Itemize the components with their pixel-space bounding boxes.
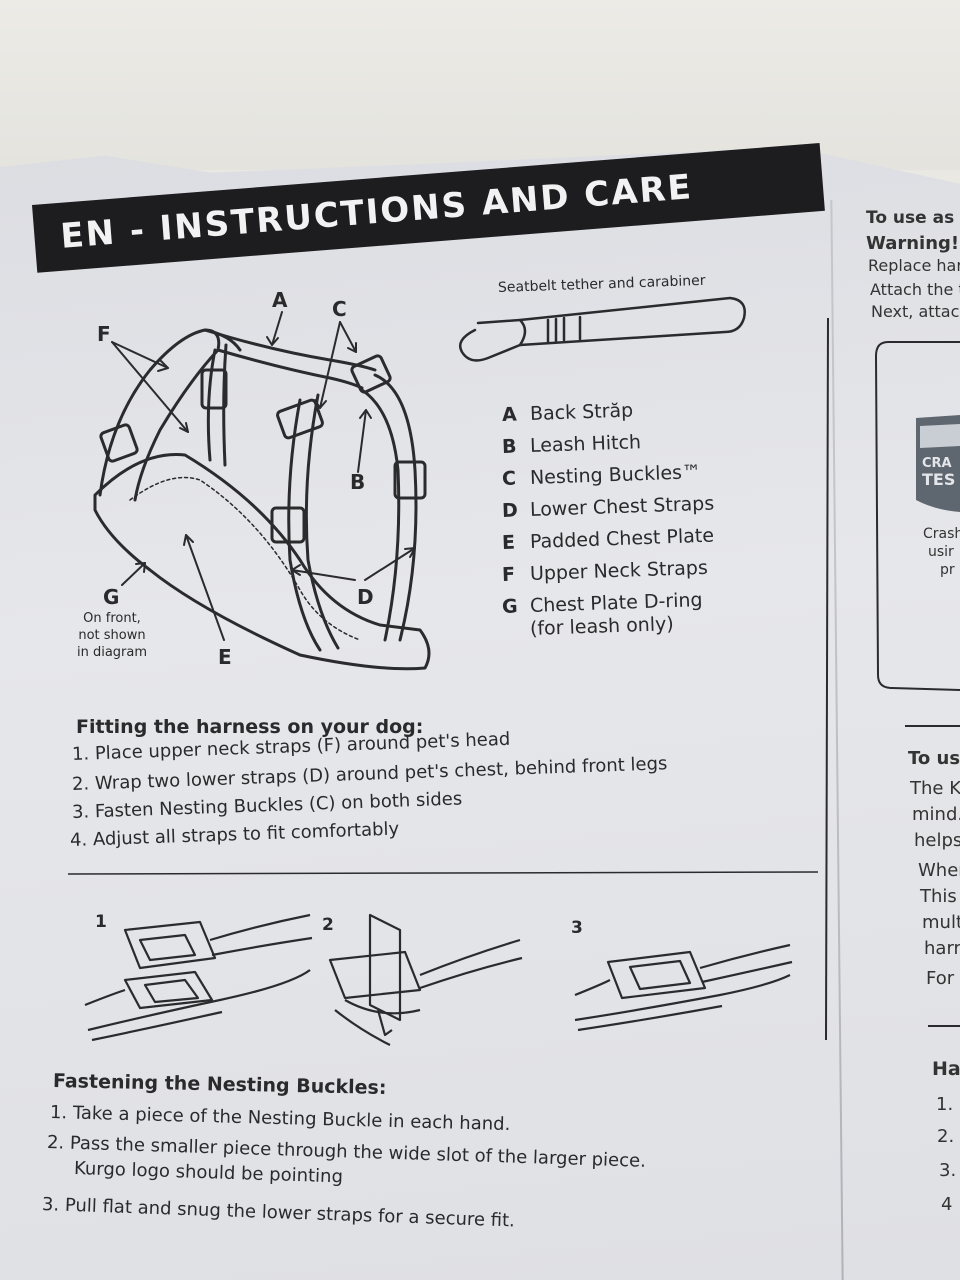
- right-text: helps: [914, 830, 960, 851]
- right-text: usir: [928, 544, 954, 560]
- right-text: 4: [941, 1194, 952, 1215]
- right-text: mind.: [912, 804, 960, 825]
- right-text: 2.: [937, 1126, 954, 1147]
- badge-text: CRA: [922, 456, 952, 471]
- right-text: Ha: [932, 1058, 960, 1080]
- right-text: pr: [940, 562, 955, 578]
- right-text: Wher: [918, 860, 960, 881]
- right-text: This: [920, 886, 957, 907]
- right-text: For: [926, 968, 954, 989]
- badge-text: TES: [922, 470, 955, 489]
- right-text: 3.: [939, 1160, 956, 1181]
- right-text: To us: [908, 748, 960, 769]
- right-text: mult: [922, 912, 960, 933]
- right-text: Crash: [923, 526, 960, 542]
- right-text: 1.: [936, 1094, 953, 1115]
- right-text: The Ku: [910, 778, 960, 799]
- right-text: harr: [924, 938, 960, 959]
